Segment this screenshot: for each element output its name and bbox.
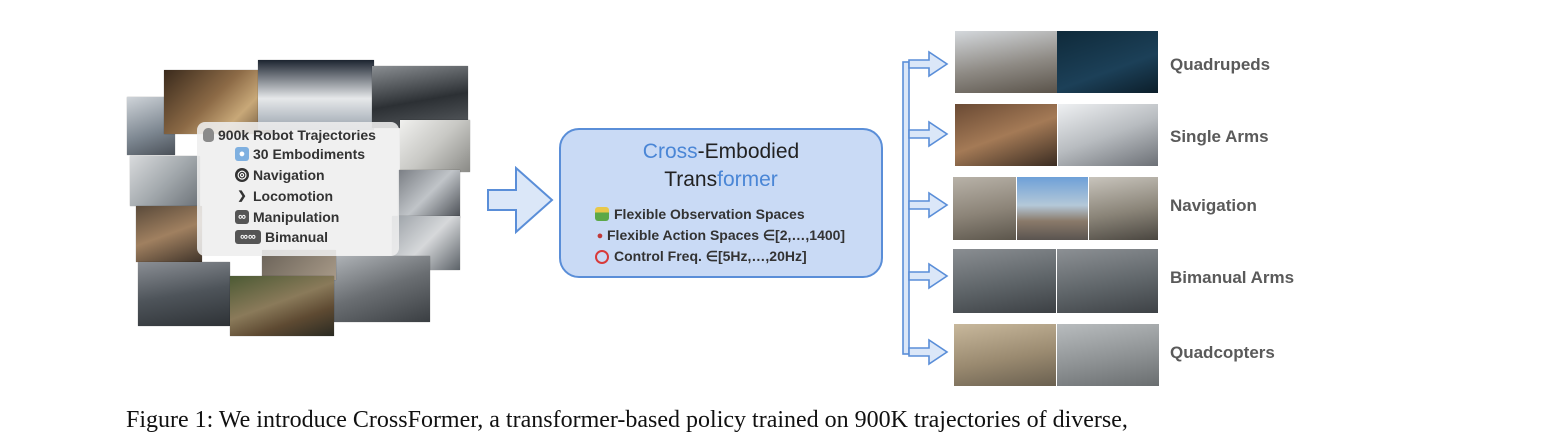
robot-photo bbox=[372, 66, 468, 128]
image-icon bbox=[595, 207, 609, 221]
crossformer-box: Cross-Embodied Transformer Flexible Obse… bbox=[559, 128, 883, 278]
robot-photo bbox=[130, 156, 200, 206]
leg-icon: ❯ bbox=[237, 190, 247, 202]
single-arm-photo bbox=[1058, 104, 1158, 166]
category-label-quadrupeds: Quadrupeds bbox=[1170, 55, 1271, 74]
steering-wheel-icon: ◎ bbox=[235, 168, 249, 182]
bimanual-photo bbox=[953, 249, 1056, 313]
dataset-title-row: 900k Robot Trajectories bbox=[203, 127, 376, 143]
figure-caption: Figure 1: We introduce CrossFormer, a tr… bbox=[126, 407, 1128, 433]
robot-icon: ● bbox=[235, 147, 249, 161]
feature-item: ● Flexible Action Spaces ∈[2,…,1400] bbox=[596, 227, 846, 243]
robot-photo bbox=[258, 60, 374, 130]
quadcopter-photo bbox=[954, 324, 1056, 386]
dataset-item: ∞ Manipulation bbox=[235, 209, 339, 225]
input-arrow bbox=[487, 166, 554, 235]
robot-photo bbox=[332, 256, 430, 322]
navigation-photo bbox=[1089, 177, 1158, 240]
dataset-title: 900k Robot Trajectories bbox=[218, 127, 376, 143]
feature-item: Control Freq. ∈[5Hz,…,20Hz] bbox=[595, 248, 807, 265]
navigation-photo bbox=[953, 177, 1016, 240]
quadruped-photo bbox=[1057, 31, 1158, 93]
quadcopter-photo bbox=[1057, 324, 1159, 386]
model-title-line2: Transformer bbox=[664, 168, 778, 191]
model-title-line1: Cross-Embodied bbox=[642, 140, 800, 163]
dataset-info-panel: 900k Robot Trajectories ● 30 Embodiments… bbox=[197, 122, 399, 256]
dataset-item: ❯ Locomotion bbox=[235, 188, 333, 204]
navigation-photo bbox=[1017, 177, 1088, 240]
robot-photo bbox=[136, 206, 202, 262]
category-label-quadcopters: Quadcopters bbox=[1170, 343, 1275, 362]
quadruped-photo bbox=[955, 31, 1057, 93]
category-label-navigation: Navigation bbox=[1170, 196, 1257, 215]
single-arm-photo bbox=[955, 104, 1057, 166]
alarm-clock-icon bbox=[595, 249, 609, 264]
dataset-item: ∞∞ Bimanual bbox=[235, 229, 328, 245]
database-icon bbox=[203, 128, 214, 142]
two-arms-icon: ∞∞ bbox=[235, 230, 261, 244]
category-label-single-arms: Single Arms bbox=[1170, 127, 1269, 146]
feature-item: Flexible Observation Spaces bbox=[595, 206, 805, 222]
dataset-item: ● 30 Embodiments bbox=[235, 146, 365, 162]
robot-photo bbox=[400, 120, 470, 172]
output-branch-arrows bbox=[902, 50, 949, 366]
robot-photo bbox=[398, 170, 460, 218]
robot-photo bbox=[230, 276, 334, 336]
robot-photo bbox=[138, 262, 230, 326]
arm-icon: ∞ bbox=[235, 210, 249, 224]
dataset-item: ◎ Navigation bbox=[235, 167, 325, 183]
joystick-icon: ● bbox=[596, 229, 604, 242]
category-label-bimanual-arms: Bimanual Arms bbox=[1170, 268, 1295, 287]
bimanual-photo bbox=[1057, 249, 1158, 313]
